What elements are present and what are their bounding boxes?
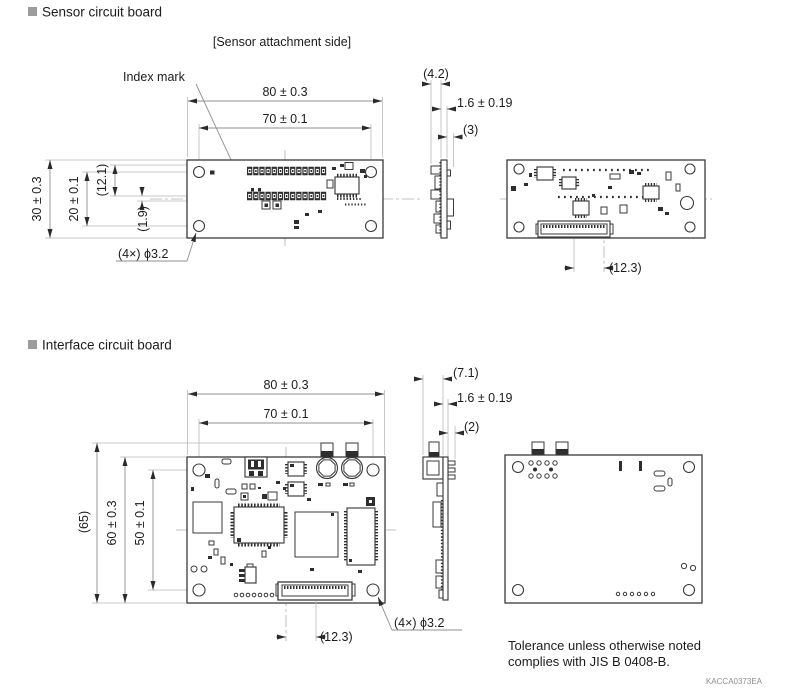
usb-connector (244, 456, 268, 478)
interface-side-view: (7.1) 1.6 ± 0.19 (2) (414, 366, 513, 601)
sensor-dim-ref-12-1: (12.1) (95, 164, 109, 197)
sensor-dim-height-holes: 20 ± 0.1 (67, 176, 81, 221)
round-connector-right (340, 442, 364, 480)
interface-top-dimensions: 80 ± 0.3 70 ± 0.1 (187, 378, 385, 464)
section-bullet-icon (28, 7, 37, 16)
sensor-front-view: (4×) ϕ3.2 (116, 150, 420, 262)
interface-dim-height-holes: 50 ± 0.1 (133, 500, 147, 545)
index-mark-label: Index mark (123, 70, 186, 84)
interface-dim-connector-offset: (12.3) (320, 630, 353, 644)
round-connector-left (315, 442, 339, 480)
interface-front-components (190, 458, 378, 601)
interface-left-dimensions: (65) 60 ± 0.3 50 ± 0.1 (77, 442, 330, 604)
sensor-dim-connector-offset: (12.3) (609, 261, 642, 275)
tolerance-note-line2: complies with JIS B 0408-B. (508, 654, 670, 669)
interface-dim-side-overall: (7.1) (453, 366, 479, 380)
sensor-section: Sensor circuit board [Sensor attachment … (28, 5, 712, 275)
sensor-dim-width-holes: 70 ± 0.1 (262, 112, 307, 126)
tolerance-note-line1: Tolerance unless otherwise noted (508, 638, 701, 653)
sensor-dim-height-outer: 30 ± 0.3 (30, 176, 44, 221)
interface-back-components (528, 460, 697, 597)
interface-section: Interface circuit board 80 ± 0.3 70 ± 0.… (28, 338, 703, 644)
interface-section-title: Interface circuit board (42, 338, 172, 353)
sensor-front-components (210, 162, 367, 229)
interface-back-view (504, 441, 703, 604)
interface-hole-callout: (4×) ϕ3.2 (394, 616, 444, 630)
sensor-side-view: (4.2) 1.6 ± 0.19 (3) (422, 67, 513, 239)
sensor-top-dimensions: 80 ± 0.3 70 ± 0.1 (187, 85, 383, 165)
sensor-attachment-side-label: [Sensor attachment side] (213, 35, 351, 49)
sensor-dim-side-back: (3) (463, 123, 478, 137)
interface-front-view: (12.3) (4×) ϕ3.2 (176, 442, 462, 644)
interface-dim-side-back: (2) (464, 420, 479, 434)
sensor-dim-thickness: 1.6 ± 0.19 (457, 96, 513, 110)
interface-dim-ref-height: (65) (77, 511, 91, 533)
interface-dim-width-outer: 80 ± 0.3 (263, 378, 308, 392)
interface-dim-width-holes: 70 ± 0.1 (263, 407, 308, 421)
document-code: KACCA0373EA (706, 677, 763, 686)
sensor-hole-callout: (4×) ϕ3.2 (118, 247, 168, 261)
sensor-left-dimensions: 30 ± 0.3 20 ± 0.1 (12.1) (1.9) (30, 159, 246, 239)
footer: Tolerance unless otherwise noted complie… (508, 638, 763, 686)
sensor-dim-side-overall: (4.2) (423, 67, 449, 81)
interface-small-ics (285, 461, 307, 497)
sensor-dim-width-outer: 80 ± 0.3 (262, 85, 307, 99)
section-bullet-icon (28, 340, 37, 349)
sensor-back-components (511, 166, 681, 238)
interface-dim-height-outer: 60 ± 0.3 (105, 500, 119, 545)
interface-dim-thickness: 1.6 ± 0.19 (457, 391, 513, 405)
sensor-dim-ref-1-9: (1.9) (136, 206, 150, 232)
sensor-back-view: (12.3) (500, 159, 712, 275)
sensor-section-title: Sensor circuit board (42, 5, 162, 20)
